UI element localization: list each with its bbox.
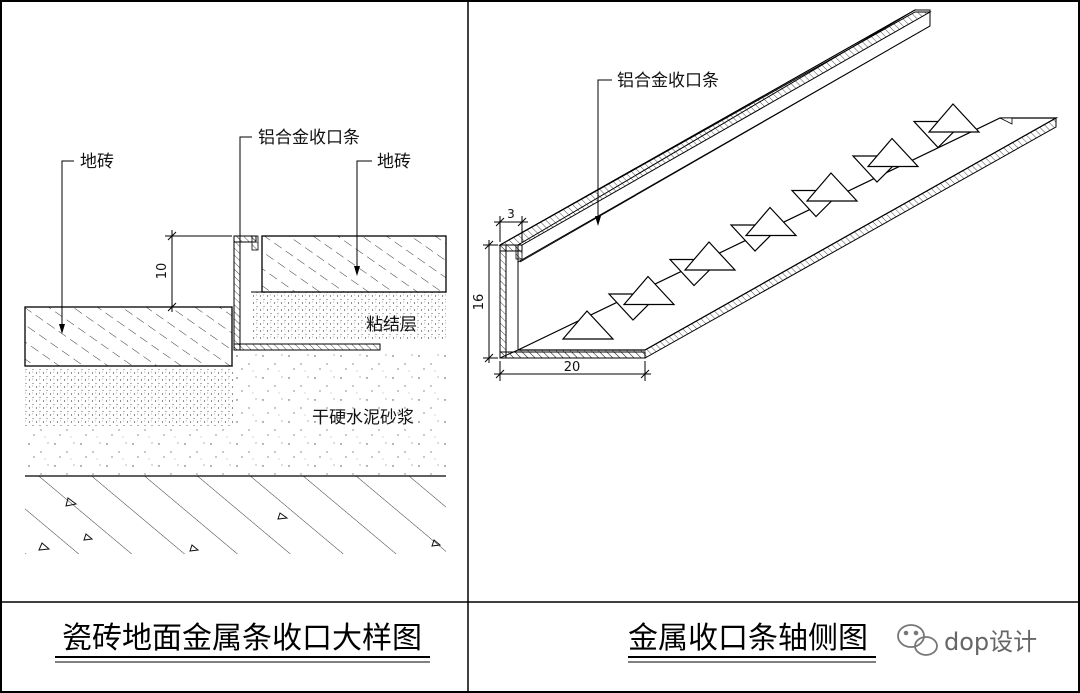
perforation-triangle [622, 275, 676, 306]
right-drawing-title: 金属收口条轴侧图 [628, 621, 868, 656]
label-adhesive-layer: 粘结层 [366, 315, 417, 335]
perforation-triangle [927, 103, 981, 133]
label-cement-mortar: 干硬水泥砂浆 [312, 408, 414, 428]
dimension-16-label: 16 [472, 294, 487, 311]
left-drawing-title: 瓷砖地面金属条收口大样图 [62, 621, 422, 656]
dimension-3-label: 3 [507, 207, 515, 221]
perforation-triangle [561, 310, 615, 340]
label-aluminium-strip-axon: 铝合金收口条 [617, 71, 719, 91]
dimension-20-label: 20 [564, 360, 581, 375]
right-title-underline [628, 656, 876, 663]
perforation-triangle [683, 241, 737, 271]
adhesive-layer-right [251, 292, 446, 340]
concrete-slab [25, 476, 446, 554]
dimension-10-label: 10 [155, 263, 170, 280]
left-title-underline [55, 656, 430, 663]
dimension-10 [165, 230, 232, 312]
tile-left [24, 306, 233, 367]
dimension-lines [483, 216, 651, 381]
tile-right [261, 235, 447, 293]
perforation-triangle [744, 206, 798, 237]
adhesive-layer-left [25, 366, 234, 426]
perforations [561, 103, 981, 340]
mortar-layer [25, 426, 446, 476]
wechat-icon [897, 624, 938, 656]
watermark-text: dop设计 [944, 628, 1037, 656]
aggregate-marks [38, 497, 442, 552]
axonometric-leader [597, 79, 612, 222]
perforation-triangle [866, 137, 920, 168]
leader-lines [61, 136, 372, 330]
axonometric-view: 3 16 20 铝合金收口条 [472, 9, 1059, 381]
aluminium-strip-section [233, 235, 381, 351]
leader-arrows [59, 266, 360, 334]
perforation-triangle [805, 172, 859, 202]
label-tile-right: 地砖 [377, 152, 411, 172]
label-tile-left: 地砖 [80, 152, 114, 172]
label-aluminium-strip: 铝合金收口条 [258, 128, 360, 148]
section-detail: 10 地砖 铝合金收口条 地砖 粘结层 干硬水泥砂浆 [24, 128, 447, 554]
